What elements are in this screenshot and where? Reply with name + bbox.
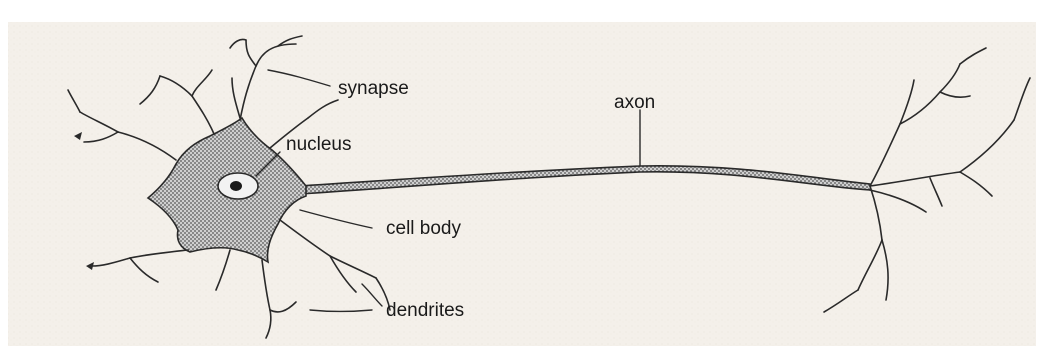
- label-cell-body: cell body: [386, 218, 461, 239]
- nucleus: [218, 173, 258, 199]
- label-nucleus: nucleus: [286, 134, 352, 155]
- label-dendrites: dendrites: [386, 300, 464, 321]
- label-synapse: synapse: [338, 78, 409, 99]
- label-axon: axon: [614, 92, 655, 113]
